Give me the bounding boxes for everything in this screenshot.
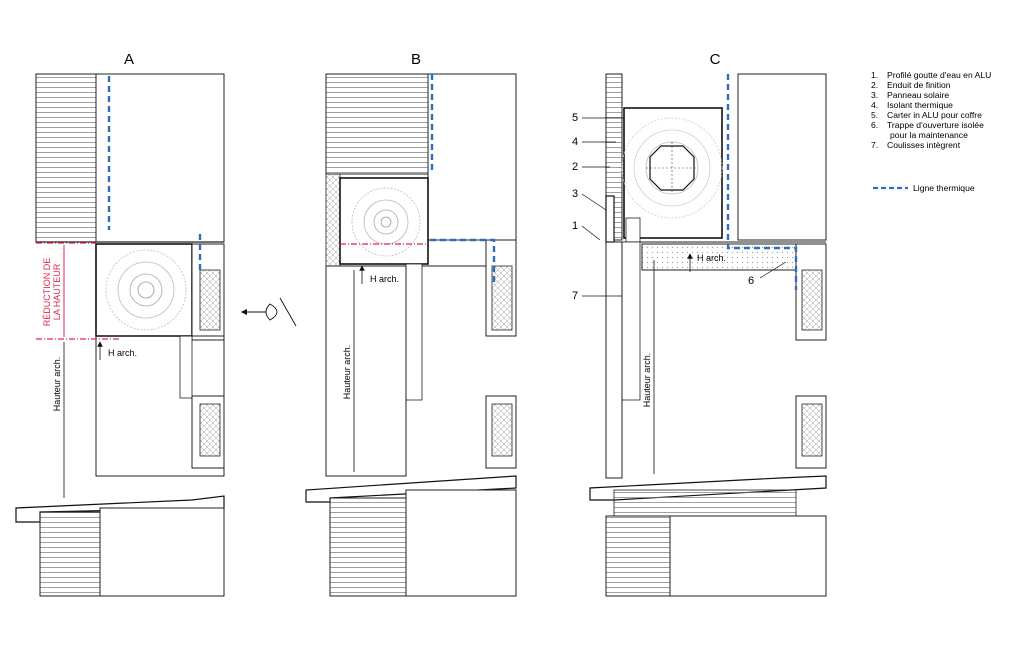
- panel-b-hauteur: Hauteur arch.: [342, 345, 352, 400]
- callout-5: 5: [572, 112, 578, 124]
- legend-item-num: 4.: [871, 100, 878, 110]
- legend-item-text: Profilé goutte d'eau en ALU: [887, 70, 991, 80]
- legend-item-num: 2.: [871, 80, 878, 90]
- callout-7: 7: [572, 290, 578, 302]
- panel-c-thermal-line: [726, 74, 798, 290]
- panel-c-h-arch: H arch.: [697, 253, 726, 263]
- legend-thermal-label: Ligne thermique: [913, 183, 975, 193]
- legend-item-num: 1.: [871, 70, 878, 80]
- panel-b-h-arch: H arch.: [370, 274, 399, 284]
- panel-c-roller: [621, 117, 723, 219]
- legend: 1. Profilé goutte d'eau en ALU 2. Enduit de…: [871, 70, 991, 150]
- legend-item-text: pour la maintenance: [890, 130, 968, 140]
- panel-b-roller-box: [339, 177, 429, 265]
- panel-a-roller: [105, 249, 187, 331]
- panel-b-letter: B: [411, 51, 421, 68]
- panel-a-wall: [95, 73, 225, 243]
- panel-b: B H arch. Haut: [305, 51, 517, 597]
- panel-a-hauteur: Hauteur arch.: [52, 357, 62, 412]
- callout-2: 2: [572, 161, 578, 173]
- legend-item-text: Trappe d'ouverture isolée: [887, 120, 984, 130]
- callout-4: 4: [572, 136, 578, 148]
- callout-1: 1: [572, 220, 578, 232]
- panel-a-cladding: [35, 73, 97, 243]
- eye-icon: [240, 297, 297, 327]
- legend-item-text: Isolant thermique: [887, 100, 953, 110]
- legend-item-text: Panneau solaire: [887, 90, 949, 100]
- panel-a-reduction-label-1: RÉDUCTION DE: [42, 258, 52, 327]
- legend-item-text: Carter in ALU pour coffre: [887, 110, 982, 120]
- panel-a-roller-box: [95, 243, 193, 337]
- panel-c-letter: C: [710, 51, 721, 68]
- legend-item-text: Coulisses intègrent: [887, 140, 961, 150]
- panel-a: A RÉDUC: [15, 51, 297, 597]
- panel-a-reduction-label-2: LA HAUTEUR: [52, 263, 62, 320]
- panel-a-letter: A: [124, 51, 134, 68]
- panel-c: C H arch.: [572, 51, 827, 597]
- legend-thermal: Ligne thermique: [873, 183, 975, 193]
- legend-item-num: 3.: [871, 90, 878, 100]
- legend-item-num: 7.: [871, 140, 878, 150]
- panel-a-h-arch: H arch.: [108, 348, 137, 358]
- legend-item-num: 6.: [871, 120, 878, 130]
- legend-item-num: 5.: [871, 110, 878, 120]
- panel-c-hauteur: Hauteur arch.: [642, 353, 652, 408]
- callout-6: 6: [748, 275, 754, 287]
- callout-3: 3: [572, 188, 578, 200]
- legend-item-text: Enduit de finition: [887, 80, 951, 90]
